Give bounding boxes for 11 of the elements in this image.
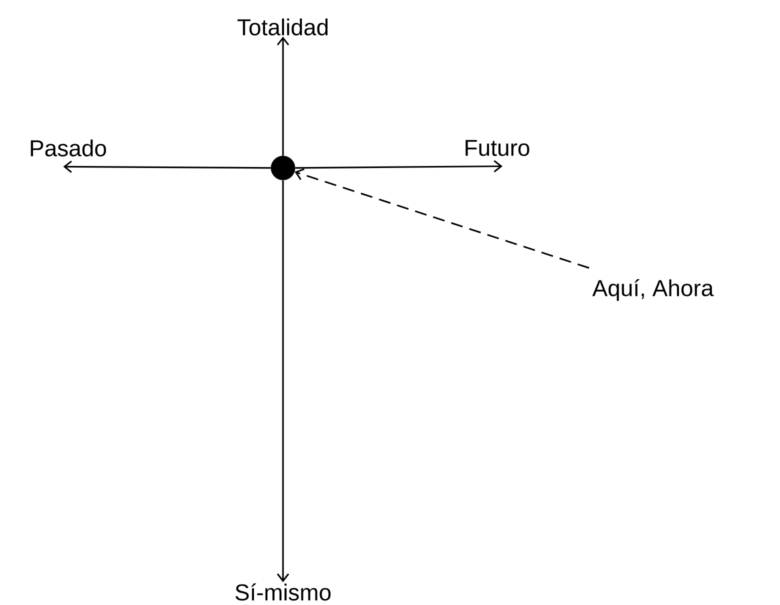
arrow [276, 180, 290, 582]
arrow [276, 36, 290, 156]
center-dot [270, 156, 296, 180]
axis-label: Sí-mismo [236, 583, 331, 601]
axis-label: Futuro [466, 140, 530, 156]
axis-label: Pasado [30, 140, 106, 156]
dashed-arrow [294, 168, 590, 269]
axis-label: Aquí, Ahora [592, 279, 714, 301]
arrow [63, 160, 271, 173]
arrow [295, 160, 502, 172]
axis-label: Totalidad [238, 18, 328, 36]
